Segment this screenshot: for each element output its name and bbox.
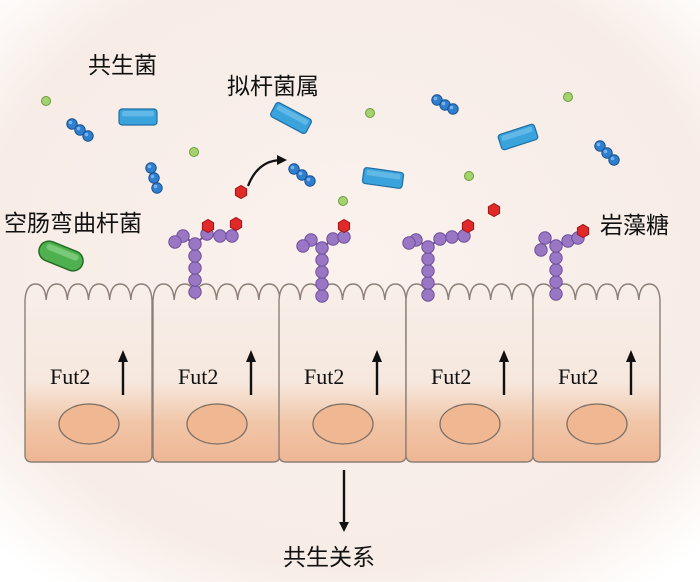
- cell-nucleus: [58, 403, 120, 445]
- cell-nucleus: [566, 403, 628, 445]
- glycan-bead: [296, 239, 310, 253]
- symbiosis-label: 共生关系: [283, 545, 375, 571]
- small-coccus: [338, 196, 348, 206]
- glycan-bead: [188, 273, 202, 287]
- fucose-hexagon: [487, 202, 501, 218]
- epithelial-cell: Fut2: [278, 283, 407, 463]
- glycan-bead: [213, 229, 227, 243]
- bacteroides-label: 拟杆菌属: [227, 74, 319, 100]
- glycan-bead: [445, 230, 459, 244]
- glycan-chain: [534, 223, 590, 301]
- glycan-bead: [168, 235, 182, 249]
- fucose-hexagon: [229, 216, 243, 232]
- fucose-hexagon: [461, 218, 475, 234]
- glycan-bead: [549, 239, 563, 253]
- glycan-bead: [538, 231, 552, 245]
- epithelial-cell: Fut2: [532, 283, 661, 463]
- glycan-bead: [534, 243, 548, 257]
- glycan-bead: [402, 236, 416, 250]
- glycan-bead: [549, 287, 563, 301]
- upregulation-arrowhead: [372, 350, 382, 362]
- glycan-bead: [315, 253, 329, 267]
- glycan-bead: [225, 229, 239, 243]
- glycan-bead: [421, 240, 435, 254]
- epithelial-cell: Fut2: [24, 283, 153, 463]
- fucose-release-arrow: [246, 155, 287, 187]
- small-coccus: [464, 171, 474, 181]
- epithelial-cell: Fut2: [152, 283, 281, 463]
- small-coccus: [189, 147, 199, 157]
- cocci-chain-bacterium: [66, 118, 94, 142]
- glycan-chains: [168, 184, 590, 303]
- fucose-hexagon: [234, 184, 248, 200]
- glycan-bead: [188, 285, 202, 299]
- glycan-bead: [188, 261, 202, 275]
- cocci-chain-bacterium: [288, 163, 316, 187]
- fut2-label: Fut2: [304, 364, 344, 389]
- cell-nucleus: [439, 403, 501, 445]
- cocci-chain-bacterium: [145, 162, 163, 194]
- upregulation-arrowhead: [626, 350, 636, 362]
- cell-nucleus: [186, 403, 248, 445]
- cell-body: [24, 283, 153, 463]
- glycan-bead: [315, 289, 329, 303]
- glycan-chain: [402, 218, 475, 302]
- rod-bacterium: [270, 102, 312, 134]
- glycan-bead: [549, 263, 563, 277]
- small-coccus: [41, 96, 51, 106]
- glycan-bead: [421, 264, 435, 278]
- fut2-label: Fut2: [431, 364, 471, 389]
- cell-nucleus: [312, 403, 374, 445]
- upregulation-arrowhead: [499, 350, 509, 362]
- small-coccus: [563, 92, 573, 102]
- glycan-bead: [549, 251, 563, 265]
- glycan-bead: [421, 276, 435, 290]
- fut2-label: Fut2: [50, 364, 90, 389]
- epithelial-cell: Fut2: [405, 283, 534, 463]
- epithelial-cell-layer: Fut2 Fut2 Fut2 Fut2 Fut2: [24, 283, 661, 463]
- glycan-bead: [421, 252, 435, 266]
- glycan-bead: [315, 265, 329, 279]
- glycan-bead: [315, 277, 329, 291]
- commensal-bacteria-label: 共生菌: [88, 53, 157, 79]
- fucose-label: 岩藻糖: [600, 213, 669, 239]
- small-coccus: [365, 108, 375, 118]
- glycan-chain: [168, 216, 243, 299]
- glycan-bead: [549, 275, 563, 289]
- glycan-chain: [296, 218, 351, 303]
- rod-bacterium: [118, 108, 158, 126]
- cocci-chain-bacterium: [431, 94, 459, 115]
- fucose-hexagon: [576, 223, 590, 239]
- rod-bacterium: [361, 167, 405, 189]
- campylobacter-bacterium: [38, 240, 84, 272]
- fut2-label: Fut2: [178, 364, 218, 389]
- glycan-bead: [421, 288, 435, 302]
- bacteria-group: [38, 92, 620, 272]
- fut2-label: Fut2: [558, 364, 598, 389]
- glycan-bead: [188, 249, 202, 263]
- rod-bacterium: [497, 123, 539, 151]
- glycan-bead: [188, 237, 202, 251]
- fucose-hexagon: [337, 218, 351, 234]
- glycan-bead: [326, 232, 340, 246]
- cocci-chain-bacterium: [594, 140, 620, 166]
- fucose-hexagon: [201, 218, 215, 234]
- glycan-bead: [315, 241, 329, 255]
- campylobacter-label: 空肠弯曲杆菌: [4, 211, 142, 237]
- upregulation-arrowhead: [118, 350, 128, 362]
- glycan-bead: [433, 232, 447, 246]
- upregulation-arrowhead: [246, 350, 256, 362]
